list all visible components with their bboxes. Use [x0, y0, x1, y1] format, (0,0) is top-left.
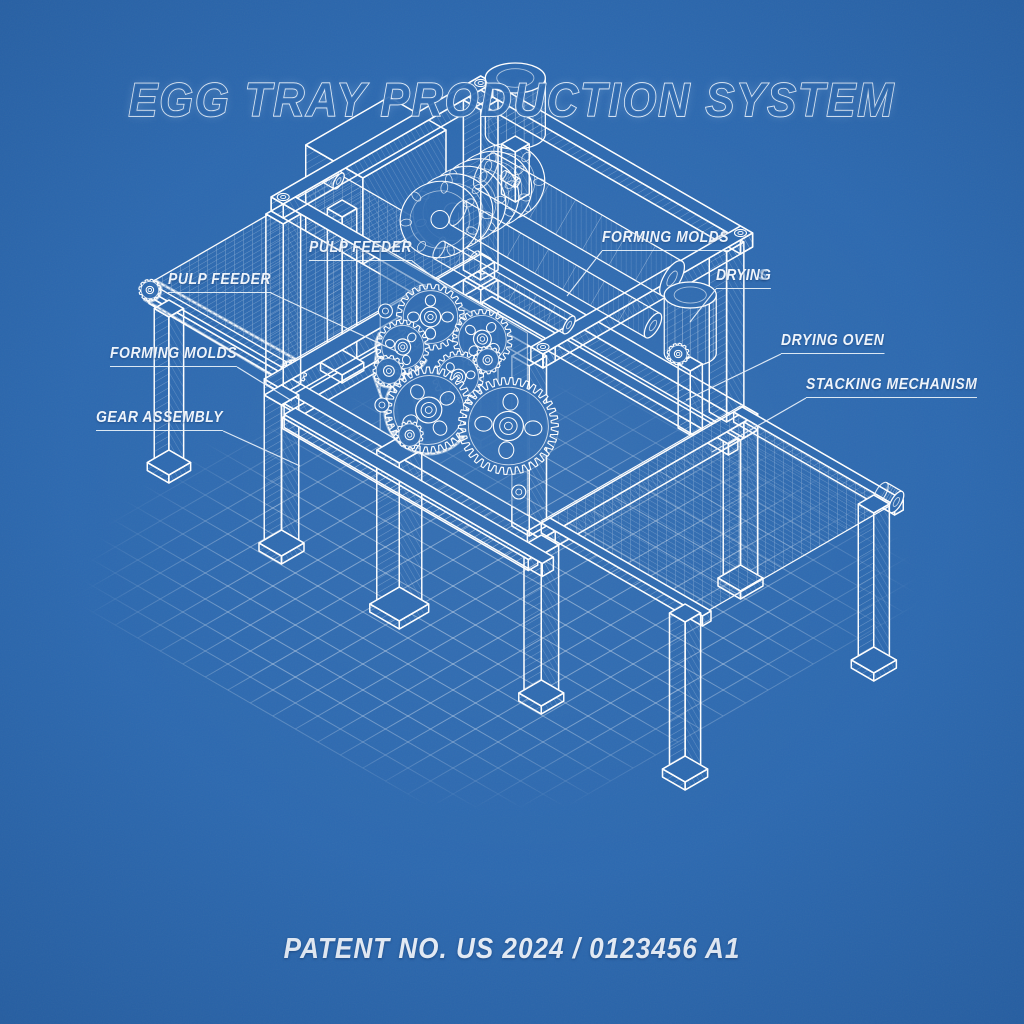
leader-drying-oven [685, 353, 782, 401]
callout-label-forming-molds-left: FORMING MOLDS [110, 345, 238, 367]
callout-label-pulp-feeder-left: PULP FEEDER [168, 271, 272, 293]
leader-drying [689, 288, 717, 323]
callout-label-forming-molds-right: FORMING MOLDS [602, 229, 730, 251]
callout-label-drying: DRYING [716, 267, 772, 289]
callout-label-stacking-mechanism: STACKING MECHANISM [806, 376, 978, 398]
page-title: EGG TRAY PRODUCTION SYSTEM [128, 72, 896, 127]
callout-label-drying-oven: DRYING OVEN [781, 332, 885, 354]
leader-stacking-mechanism [711, 397, 807, 453]
leader-forming-molds-right [566, 250, 603, 297]
patent-number: PATENT NO. US 2024 / 0123456 A1 [283, 933, 741, 965]
callout-label-gear-assembly: GEAR ASSEMBLY [96, 409, 224, 431]
leader-gear-assembly [222, 430, 301, 467]
leader-forming-molds-left [236, 366, 293, 402]
callout-label-pulp-feeder-top: PULP FEEDER [309, 239, 413, 261]
leader-pulp-feeder-top [411, 260, 448, 289]
leader-pulp-feeder-left [270, 292, 399, 353]
